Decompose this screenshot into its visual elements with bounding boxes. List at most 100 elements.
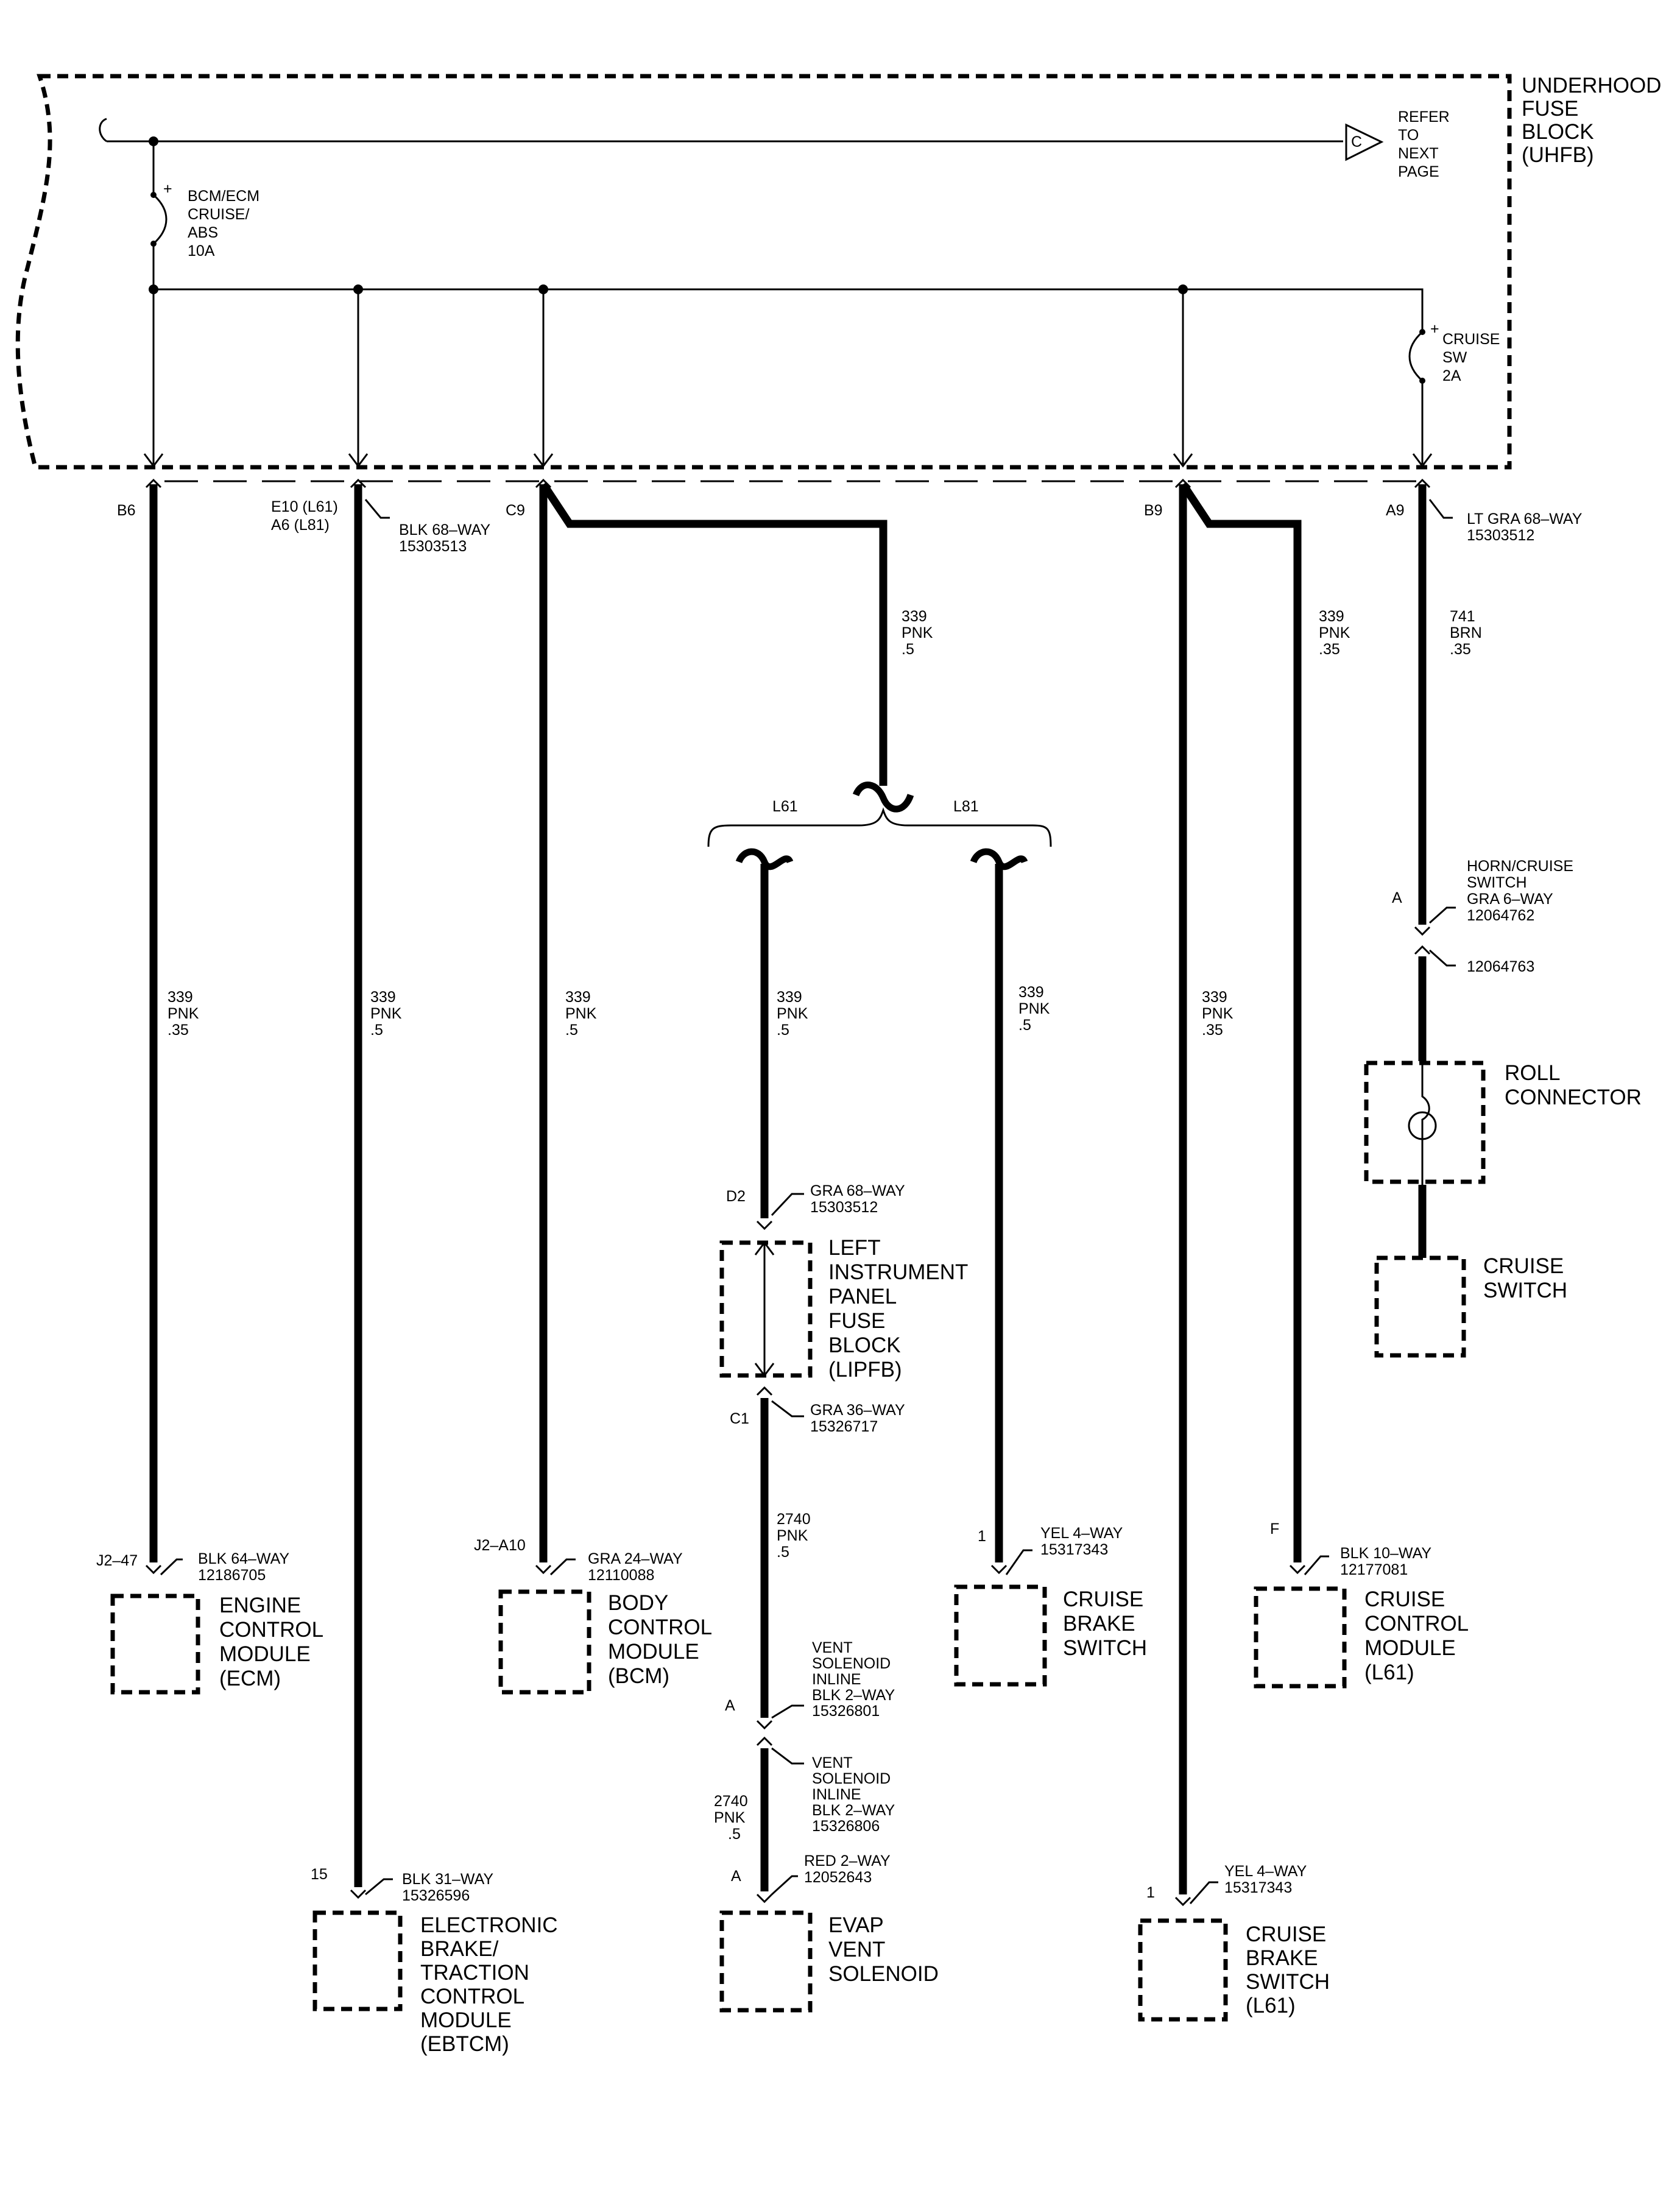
svg-text:PNK: PNK xyxy=(1319,624,1350,641)
pin-b9: B9 xyxy=(1144,502,1163,519)
wire-jumpers xyxy=(735,782,1028,870)
svg-text:15303513: 15303513 xyxy=(399,538,467,555)
svg-text:BRAKE: BRAKE xyxy=(1246,1946,1318,1970)
svg-text:12110088: 12110088 xyxy=(588,1567,654,1584)
pin-1: 1 xyxy=(978,1528,986,1545)
component-roll-connector-label: ROLL CONNECTOR xyxy=(1505,1061,1642,1109)
svg-text:SW: SW xyxy=(1442,349,1467,366)
svg-text:10A: 10A xyxy=(188,242,215,259)
wire-labels: 339 PNK .35 339 PNK .5 339 PNK .5 339 PN… xyxy=(168,608,1482,1843)
svg-text:INLINE: INLINE xyxy=(812,1786,861,1803)
svg-text:2740: 2740 xyxy=(777,1511,811,1528)
svg-text:15303512: 15303512 xyxy=(1467,527,1534,544)
svg-text:.5: .5 xyxy=(370,1022,383,1039)
svg-text:(BCM): (BCM) xyxy=(608,1664,669,1688)
svg-text:GRA 6–WAY: GRA 6–WAY xyxy=(1467,891,1553,908)
pin-c1: C1 xyxy=(730,1410,749,1427)
svg-text:.35: .35 xyxy=(1450,641,1471,658)
svg-text:BRAKE/: BRAKE/ xyxy=(420,1937,499,1961)
option-l61: L61 xyxy=(772,798,798,815)
svg-text:339: 339 xyxy=(370,989,396,1006)
svg-text:ABS: ABS xyxy=(188,224,218,241)
svg-text:PNK: PNK xyxy=(902,624,933,641)
svg-text:PANEL: PANEL xyxy=(828,1285,897,1308)
pin-f: F xyxy=(1270,1520,1279,1537)
component-cruise-brake-switch-l61-label: CRUISE BRAKE SWITCH (L61) xyxy=(1246,1922,1330,2018)
pin-c9: C9 xyxy=(506,502,525,519)
fuse-terminal xyxy=(1419,329,1425,335)
svg-text:.35: .35 xyxy=(168,1022,189,1039)
svg-text:RED 2–WAY: RED 2–WAY xyxy=(804,1852,891,1869)
svg-text:MODULE: MODULE xyxy=(219,1642,311,1666)
svg-text:.35: .35 xyxy=(1319,641,1340,658)
pin-d2: D2 xyxy=(726,1188,746,1205)
fuse-terminal xyxy=(1419,378,1425,384)
svg-text:.5: .5 xyxy=(728,1826,741,1843)
fuse-plus: + xyxy=(163,180,172,197)
svg-text:LEFT: LEFT xyxy=(828,1236,881,1260)
pin-a-evap: A xyxy=(731,1868,741,1885)
component-lipfb-label: LEFT INSTRUMENT PANEL FUSE BLOCK (LIPFB) xyxy=(828,1236,968,1382)
svg-text:CONTROL: CONTROL xyxy=(1364,1612,1469,1636)
uhfb-outline xyxy=(15,74,1512,470)
component-evap-label: EVAP VENT SOLENOID xyxy=(828,1913,939,1986)
svg-text:C: C xyxy=(1351,133,1362,150)
svg-text:GRA 36–WAY: GRA 36–WAY xyxy=(810,1402,905,1419)
svg-text:PNK: PNK xyxy=(1018,1000,1050,1017)
svg-text:CRUISE: CRUISE xyxy=(1442,331,1500,348)
svg-text:PNK: PNK xyxy=(777,1527,808,1544)
svg-text:339: 339 xyxy=(1018,984,1044,1001)
component-cruise-brake-switch-label: CRUISE BRAKE SWITCH xyxy=(1063,1587,1147,1660)
svg-text:PNK: PNK xyxy=(370,1005,402,1022)
pin-labels: B6 E10 (L61) A6 (L81) C9 B9 A9 D2 C1 A J… xyxy=(96,498,1405,1901)
svg-text:BRN: BRN xyxy=(1450,624,1482,641)
svg-text:SOLENOID: SOLENOID xyxy=(828,1962,939,1986)
svg-text:CONNECTOR: CONNECTOR xyxy=(1505,1086,1642,1109)
pin-e10: E10 (L61) xyxy=(271,498,338,515)
svg-text:741: 741 xyxy=(1450,608,1475,625)
svg-text:15326717: 15326717 xyxy=(810,1418,878,1435)
svg-text:BLK 2–WAY: BLK 2–WAY xyxy=(812,1802,895,1819)
fuse-terminal xyxy=(150,192,157,198)
svg-text:339: 339 xyxy=(565,989,591,1006)
connector-labels: BLK 68–WAY 15303513 LT GRA 68–WAY 153035… xyxy=(198,510,1583,1904)
svg-text:PNK: PNK xyxy=(714,1809,746,1826)
svg-text:VENT: VENT xyxy=(812,1754,853,1771)
internal-drops xyxy=(143,289,1433,468)
svg-text:PNK: PNK xyxy=(1202,1005,1234,1022)
svg-text:PNK: PNK xyxy=(777,1005,808,1022)
pin-a-horn: A xyxy=(1392,889,1402,906)
svg-text:BLK 10–WAY: BLK 10–WAY xyxy=(1340,1545,1431,1562)
refer-next-page-arrow: C xyxy=(1345,123,1384,161)
svg-text:HORN/CRUISE: HORN/CRUISE xyxy=(1467,858,1573,875)
svg-text:CRUISE: CRUISE xyxy=(1364,1587,1445,1611)
fuse-cruise-sw xyxy=(1408,331,1424,464)
pin-15: 15 xyxy=(311,1866,328,1883)
pin-1-l61: 1 xyxy=(1146,1884,1155,1901)
svg-text:LT GRA 68–WAY: LT GRA 68–WAY xyxy=(1467,510,1583,528)
svg-text:BLOCK: BLOCK xyxy=(1522,120,1594,144)
svg-text:PAGE: PAGE xyxy=(1398,163,1439,180)
svg-text:BLK 31–WAY: BLK 31–WAY xyxy=(402,1871,493,1888)
svg-text:CONTROL: CONTROL xyxy=(608,1615,712,1639)
svg-text:NEXT: NEXT xyxy=(1398,145,1439,162)
component-ebtcm-label: ELECTRONIC BRAKE/ TRACTION CONTROL MODUL… xyxy=(420,1913,558,2056)
svg-text:MODULE: MODULE xyxy=(608,1640,699,1664)
distribution-bus xyxy=(154,288,1424,332)
svg-text:REFER: REFER xyxy=(1398,108,1450,125)
svg-text:FUSE: FUSE xyxy=(828,1309,885,1333)
svg-text:TO: TO xyxy=(1398,127,1419,144)
svg-text:339: 339 xyxy=(777,989,802,1006)
svg-text:(EBTCM): (EBTCM) xyxy=(420,2032,509,2056)
svg-text:.5: .5 xyxy=(777,1022,789,1039)
svg-text:(L61): (L61) xyxy=(1364,1661,1414,1684)
svg-text:.5: .5 xyxy=(565,1022,578,1039)
svg-text:339: 339 xyxy=(168,989,193,1006)
svg-text:(UHFB): (UHFB) xyxy=(1522,143,1594,167)
svg-text:15317343: 15317343 xyxy=(1040,1541,1108,1558)
pin-a-vent: A xyxy=(725,1697,735,1714)
fuse-bcm-ecm-label: BCM/ECM CRUISE/ ABS 10A xyxy=(188,188,259,259)
fuse-bcm-ecm xyxy=(152,141,168,289)
svg-text:CRUISE: CRUISE xyxy=(1063,1587,1143,1611)
